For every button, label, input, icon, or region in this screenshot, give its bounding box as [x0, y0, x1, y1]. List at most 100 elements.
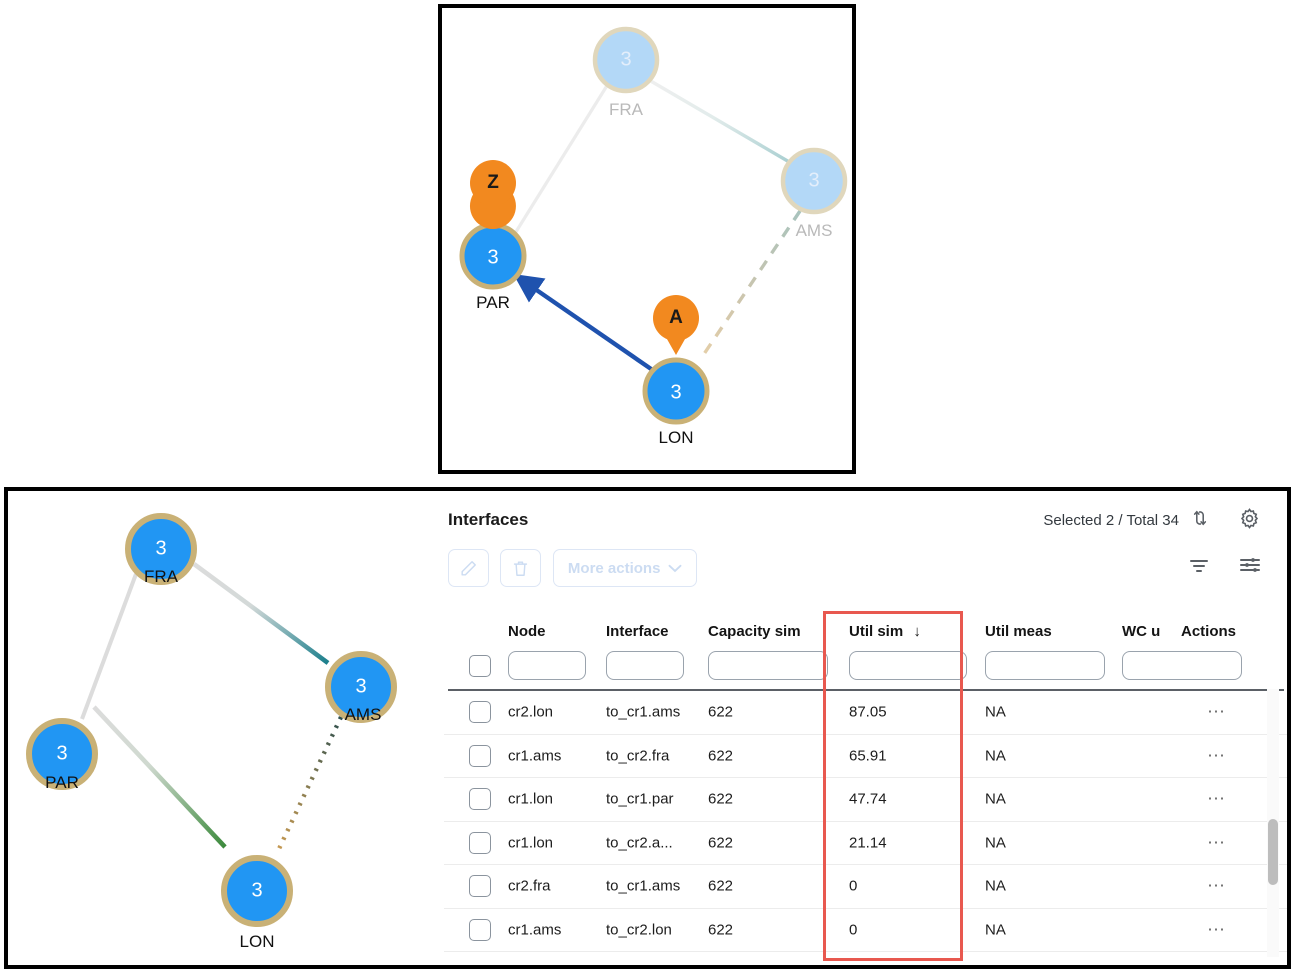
node-fra-ring-bottom — [125, 513, 197, 585]
row-actions-menu-icon[interactable]: ⋯ — [1207, 745, 1226, 766]
pin-z-letter: Z — [487, 172, 499, 193]
column-header-interface[interactable]: Interface — [606, 623, 669, 640]
node-ams-label-top: AMS — [795, 221, 833, 240]
row-actions-menu-icon[interactable]: ⋯ — [1207, 832, 1226, 853]
more-actions-button[interactable]: More actions — [552, 549, 698, 587]
cell-capacity-sim: 622 — [708, 834, 734, 852]
column-header-wc-util[interactable]: WC u — [1122, 623, 1161, 640]
node-lon-label-bottom: LON — [239, 932, 275, 951]
edge-ams-lon — [698, 210, 802, 361]
delete-button[interactable] — [500, 549, 542, 587]
cell-util-meas: NA — [985, 921, 1006, 939]
edge-par-lon-bottom — [92, 705, 227, 849]
table-header-row: Node Interface Capacity sim Util sim ↓ U… — [444, 613, 1287, 689]
table-body: cr2.lon to_cr1.ams 622 87.05 NA ⋯ cr1.am… — [444, 691, 1287, 952]
chevron-down-icon — [668, 560, 682, 577]
cell-interface: to_cr2.a... — [606, 834, 673, 852]
cell-node: cr2.fra — [508, 877, 551, 895]
edge-fra-ams — [648, 78, 792, 165]
filter-input-wc-util[interactable] — [1122, 651, 1242, 680]
filter-input-capacity-sim[interactable] — [708, 651, 828, 680]
row-actions-menu-icon[interactable]: ⋯ — [1207, 875, 1226, 896]
row-select-checkbox[interactable] — [469, 831, 491, 854]
node-fra-label-bottom: FRA — [144, 567, 178, 586]
filter-icon[interactable] — [1187, 555, 1211, 580]
node-lon-label-top: LON — [658, 428, 694, 447]
node-ams-ring — [780, 147, 848, 215]
node-par-label-bottom: PAR — [45, 773, 79, 792]
node-ams-count-top: 3 — [808, 169, 820, 192]
row-select-checkbox[interactable] — [469, 788, 491, 811]
trash-icon — [514, 560, 528, 576]
cell-interface: to_cr2.fra — [606, 747, 670, 765]
row-select-checkbox[interactable] — [469, 918, 491, 941]
row-select-checkbox[interactable] — [469, 875, 491, 898]
bottom-network-svg — [26, 513, 397, 927]
column-header-actions: Actions — [1181, 623, 1237, 640]
node-par-ring-bottom — [26, 718, 98, 790]
table-scrollbar-thumb[interactable] — [1268, 819, 1278, 885]
row-actions-menu-icon[interactable]: ⋯ — [1207, 919, 1226, 940]
table-row[interactable]: cr1.lon to_cr2.a... 622 21.14 NA ⋯ — [444, 822, 1287, 865]
cell-capacity-sim: 622 — [708, 877, 734, 895]
cell-interface: to_cr1.ams — [606, 703, 681, 721]
row-actions-menu-icon[interactable]: ⋯ — [1207, 701, 1226, 722]
column-header-util-sim[interactable]: Util sim ↓ — [849, 623, 921, 640]
refresh-icon[interactable] — [1189, 507, 1211, 534]
interfaces-panel: 3 FRA 3 AMS 3 PAR 3 LON Interfaces Selec… — [4, 487, 1291, 969]
pin-a-marker — [653, 295, 699, 341]
filter-input-util-sim[interactable] — [849, 651, 967, 680]
filter-input-node[interactable] — [508, 651, 586, 680]
node-lon-count-top: 3 — [670, 381, 682, 404]
edit-button[interactable] — [448, 549, 489, 587]
table-row[interactable]: cr1.lon to_cr1.par 622 47.74 NA ⋯ — [444, 778, 1287, 822]
column-header-util-sim-label: Util sim — [849, 623, 904, 640]
cell-util-meas: NA — [985, 834, 1006, 852]
page-title: Interfaces — [448, 510, 529, 529]
cell-util-meas: NA — [985, 747, 1006, 765]
cell-util-sim: 0 — [849, 921, 858, 939]
column-header-util-meas[interactable]: Util meas — [985, 623, 1052, 640]
select-all-checkbox[interactable] — [469, 655, 491, 677]
filter-input-util-meas[interactable] — [985, 651, 1105, 680]
node-fra-count-top: 3 — [620, 48, 632, 71]
edge-fra-par-bottom — [80, 573, 138, 720]
filter-input-interface[interactable] — [606, 651, 684, 680]
column-header-capacity-sim[interactable]: Capacity sim — [708, 623, 801, 640]
table-row[interactable]: cr2.fra to_cr1.ams 622 0 NA ⋯ — [444, 865, 1287, 909]
node-lon-ring — [642, 357, 710, 425]
header-separator — [448, 689, 1284, 691]
node-par-count-bottom: 3 — [56, 742, 68, 765]
edge-fra-ams-bottom — [192, 562, 330, 665]
row-select-checkbox[interactable] — [469, 701, 491, 724]
cell-interface: to_cr1.ams — [606, 877, 681, 895]
cell-capacity-sim: 622 — [708, 921, 734, 939]
node-par-label-top: PAR — [476, 293, 510, 312]
cell-util-sim: 21.14 — [849, 834, 887, 852]
node-par-count-top: 3 — [487, 246, 499, 269]
cell-util-sim: 87.05 — [849, 703, 887, 721]
cell-interface: to_cr2.lon — [606, 921, 672, 939]
cell-node: cr1.lon — [508, 834, 554, 852]
table-row[interactable]: cr2.lon to_cr1.ams 622 87.05 NA ⋯ — [444, 691, 1287, 735]
table-action-toolbar: More actions — [448, 549, 704, 587]
gear-icon[interactable] — [1238, 507, 1261, 535]
column-header-node[interactable]: Node — [508, 623, 546, 640]
cell-util-meas: NA — [985, 790, 1006, 808]
edge-fra-par — [512, 83, 610, 236]
row-actions-menu-icon[interactable]: ⋯ — [1207, 788, 1226, 809]
more-actions-label: More actions — [567, 559, 661, 577]
pencil-icon — [461, 560, 476, 576]
cell-node: cr2.lon — [508, 703, 554, 721]
cell-util-meas: NA — [985, 877, 1006, 895]
node-lon-ring-bottom — [221, 855, 293, 927]
table-row[interactable]: cr1.ams to_cr2.fra 622 65.91 NA ⋯ — [444, 735, 1287, 778]
column-settings-icon[interactable] — [1238, 555, 1262, 580]
sort-descending-icon: ↓ — [913, 623, 921, 640]
row-select-checkbox[interactable] — [469, 744, 491, 767]
node-fra-label-top: FRA — [609, 100, 643, 119]
edge-ams-lon-bottom — [276, 716, 343, 852]
table-row[interactable]: cr1.ams to_cr2.lon 622 0 NA ⋯ — [444, 909, 1287, 952]
node-ams-label-bottom: AMS — [344, 705, 382, 724]
